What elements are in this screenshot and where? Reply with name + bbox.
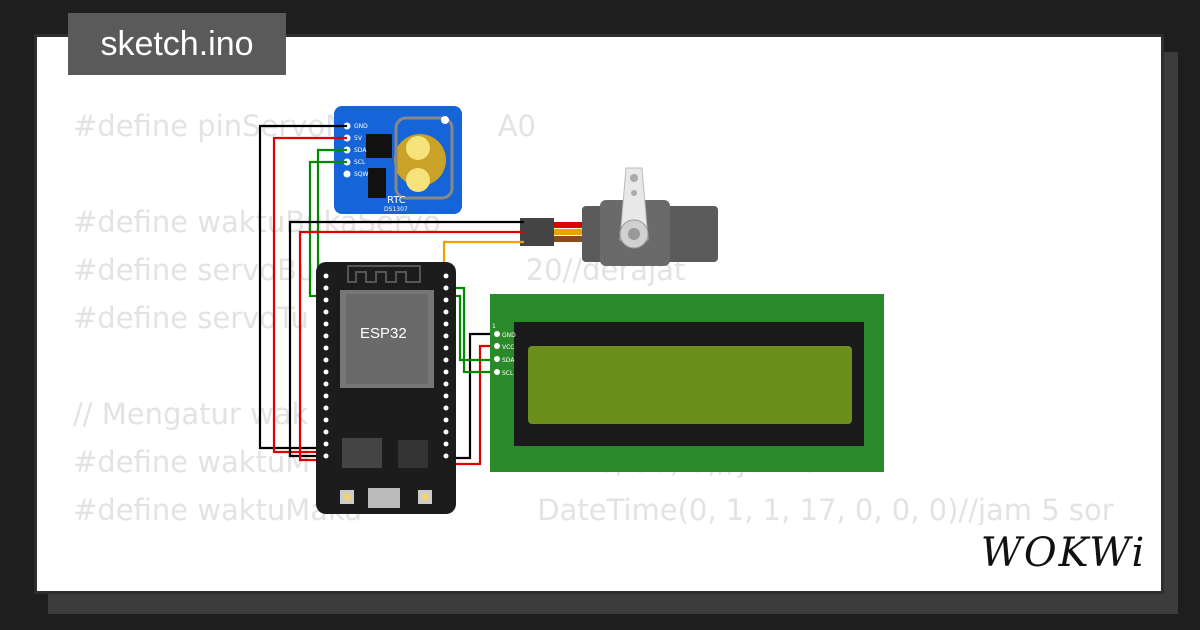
- lcd-module[interactable]: 1 GND VCC SDA SCL: [490, 294, 884, 472]
- lcd-pin1-label: 1: [492, 323, 496, 330]
- lcd-pin-label: GND: [502, 332, 516, 339]
- esp32-label: ESP32: [360, 325, 407, 342]
- esp32-board[interactable]: ESP32: [316, 262, 456, 514]
- lcd-pin-label: SDA: [502, 357, 515, 364]
- rtc-chip-label: DS1307: [384, 206, 408, 213]
- lcd-pin-label: SCL: [502, 370, 514, 377]
- esp32-pin-row-left: [323, 273, 329, 459]
- sketch-title-badge: sketch.ino: [68, 13, 286, 75]
- servo-motor[interactable]: [520, 167, 718, 266]
- rtc-pins: GND 5V SDA SCL SQW: [343, 122, 369, 178]
- rtc-pin-label: 5V: [354, 135, 363, 142]
- rtc-module[interactable]: RTC DS1307 GND 5V SDA SCL SQW: [334, 106, 462, 214]
- rtc-pin-label: GND: [354, 123, 368, 130]
- rtc-pin-label: SCL: [354, 159, 366, 166]
- esp32-pin-row-right: [443, 273, 449, 459]
- lcd-pin-label: VCC: [502, 344, 514, 351]
- wokwi-logo: WOKWi: [976, 525, 1151, 581]
- rtc-pin-label: SDA: [354, 147, 367, 154]
- rtc-label: RTC: [387, 195, 406, 206]
- rtc-pin-label: SQW: [354, 171, 369, 178]
